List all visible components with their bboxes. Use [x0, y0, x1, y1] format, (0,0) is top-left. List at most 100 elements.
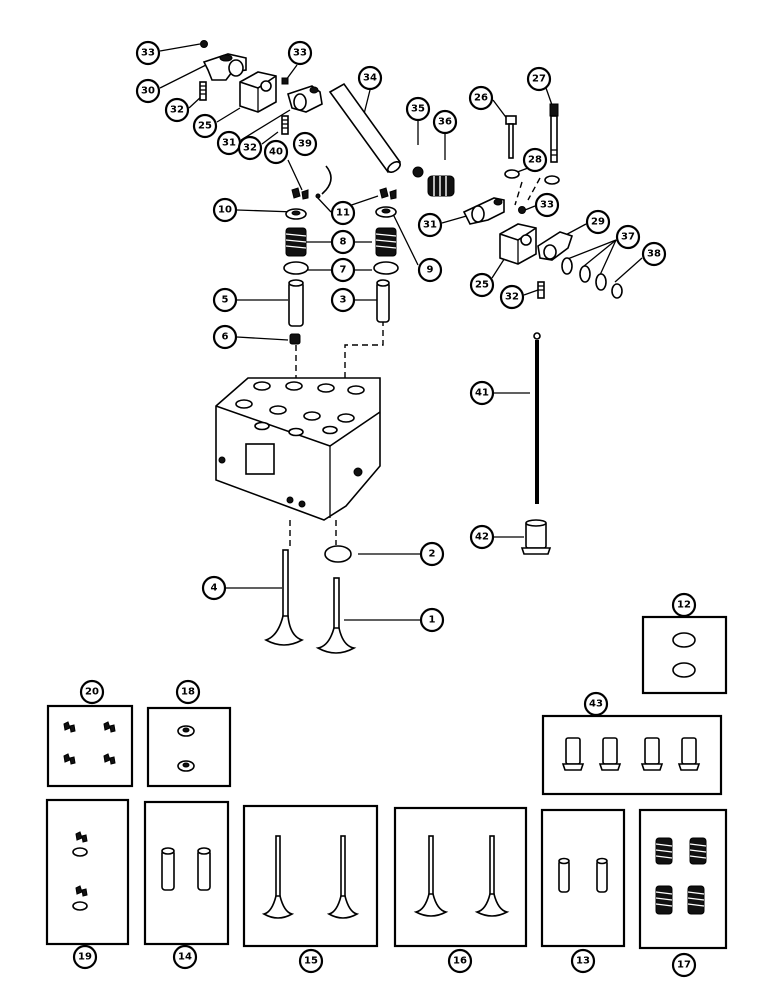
callout-circle [212, 197, 238, 223]
callout-circle [641, 241, 667, 267]
rocker-support-25-lower [499, 223, 537, 265]
callout-number: 36 [438, 117, 452, 128]
valve-springs-8 [285, 227, 397, 257]
callout-circle [671, 592, 697, 618]
stud-32-lower [537, 281, 545, 299]
callout-circle [583, 691, 609, 717]
callout-number: 8 [340, 237, 347, 248]
callout-circle [330, 287, 356, 313]
callout-25: 25 [192, 113, 218, 139]
callout-number: 31 [423, 220, 437, 231]
kit-box-19 [45, 798, 130, 946]
callout-number: 39 [298, 139, 312, 150]
callout-circle [164, 97, 190, 123]
callout-circle [417, 212, 443, 238]
callout-number: 28 [528, 155, 542, 166]
callout-number: 43 [589, 699, 603, 710]
callout-number: 37 [621, 232, 635, 243]
callout-circle [287, 40, 313, 66]
kit-box-13 [540, 808, 626, 948]
stud-27 [549, 103, 559, 163]
callout-43: 43 [583, 691, 609, 717]
callout-34: 34 [357, 65, 383, 91]
callout-circle [417, 257, 443, 283]
callout-circle [357, 65, 383, 91]
callout-number: 42 [475, 532, 489, 543]
callout-circle [201, 575, 227, 601]
callout-circle [447, 948, 473, 974]
valve-seal-6 [289, 333, 301, 345]
callout-circle [432, 109, 458, 135]
plug-35 [412, 166, 424, 178]
callout-number: 32 [243, 143, 257, 154]
callout-number: 4 [211, 583, 218, 594]
callout-37: 37 [615, 224, 641, 250]
callout-number: 14 [178, 952, 192, 963]
callout-circle [212, 324, 238, 350]
callout-17: 17 [671, 952, 697, 978]
callout-29: 29 [585, 209, 611, 235]
callout-32: 32 [237, 135, 263, 161]
callout-5: 5 [212, 287, 238, 313]
callout-14: 14 [172, 944, 198, 970]
rocker-shaft-34 [328, 82, 402, 174]
callout-number: 40 [269, 147, 283, 158]
callout-circle [135, 78, 161, 104]
callout-number: 17 [677, 960, 691, 971]
kit-box-14 [143, 800, 230, 946]
callout-number: 5 [222, 295, 229, 306]
callout-number: 2 [429, 549, 436, 560]
valve-retainer-9 [375, 206, 397, 218]
callout-circle [175, 679, 201, 705]
callout-circle [570, 948, 596, 974]
callout-circle [330, 229, 356, 255]
callout-number: 12 [677, 600, 691, 611]
push-rod-41 [533, 332, 541, 504]
kit-box-17 [638, 808, 728, 950]
washers-37 [561, 257, 607, 291]
callout-32: 32 [164, 97, 190, 123]
valve-keys-11 [291, 187, 397, 200]
callout-38: 38 [641, 241, 667, 267]
callout-32: 32 [499, 284, 525, 310]
callout-circle [298, 948, 324, 974]
callout-circle [419, 541, 445, 567]
callout-42: 42 [469, 524, 495, 550]
callout-number: 32 [170, 105, 184, 116]
valve-1 [315, 577, 357, 654]
callout-circle [292, 131, 318, 157]
callout-circle [330, 257, 356, 283]
callout-number: 9 [427, 265, 434, 276]
callout-circle [534, 192, 560, 218]
callout-number: 34 [363, 73, 377, 84]
callout-number: 26 [474, 93, 488, 104]
callout-16: 16 [447, 948, 473, 974]
callout-circle [263, 139, 289, 165]
callout-number: 10 [218, 205, 232, 216]
callout-35: 35 [405, 96, 431, 122]
stud-32-top [199, 81, 207, 101]
callout-circle [615, 224, 641, 250]
callout-circle [469, 272, 495, 298]
callout-30: 30 [135, 78, 161, 104]
callout-circle [192, 113, 218, 139]
spring-seats-7 [283, 261, 399, 275]
rocker-arm-29 [537, 231, 574, 261]
callout-number: 18 [181, 687, 195, 698]
adjusting-screw-33-top [200, 40, 208, 48]
callout-circle [212, 287, 238, 313]
kit-box-18 [146, 706, 232, 788]
callout-number: 11 [336, 208, 350, 219]
kit-box-12 [641, 615, 728, 695]
callout-36: 36 [432, 109, 458, 135]
callout-circle [499, 284, 525, 310]
callout-circle [419, 607, 445, 633]
kit-box-16 [393, 806, 528, 948]
kit-box-20 [46, 704, 134, 788]
callout-1: 1 [419, 607, 445, 633]
callout-33: 33 [135, 40, 161, 66]
callout-39: 39 [292, 131, 318, 157]
callout-18: 18 [175, 679, 201, 705]
kit-box-43 [541, 714, 723, 796]
valve-guide-5 [288, 279, 304, 327]
